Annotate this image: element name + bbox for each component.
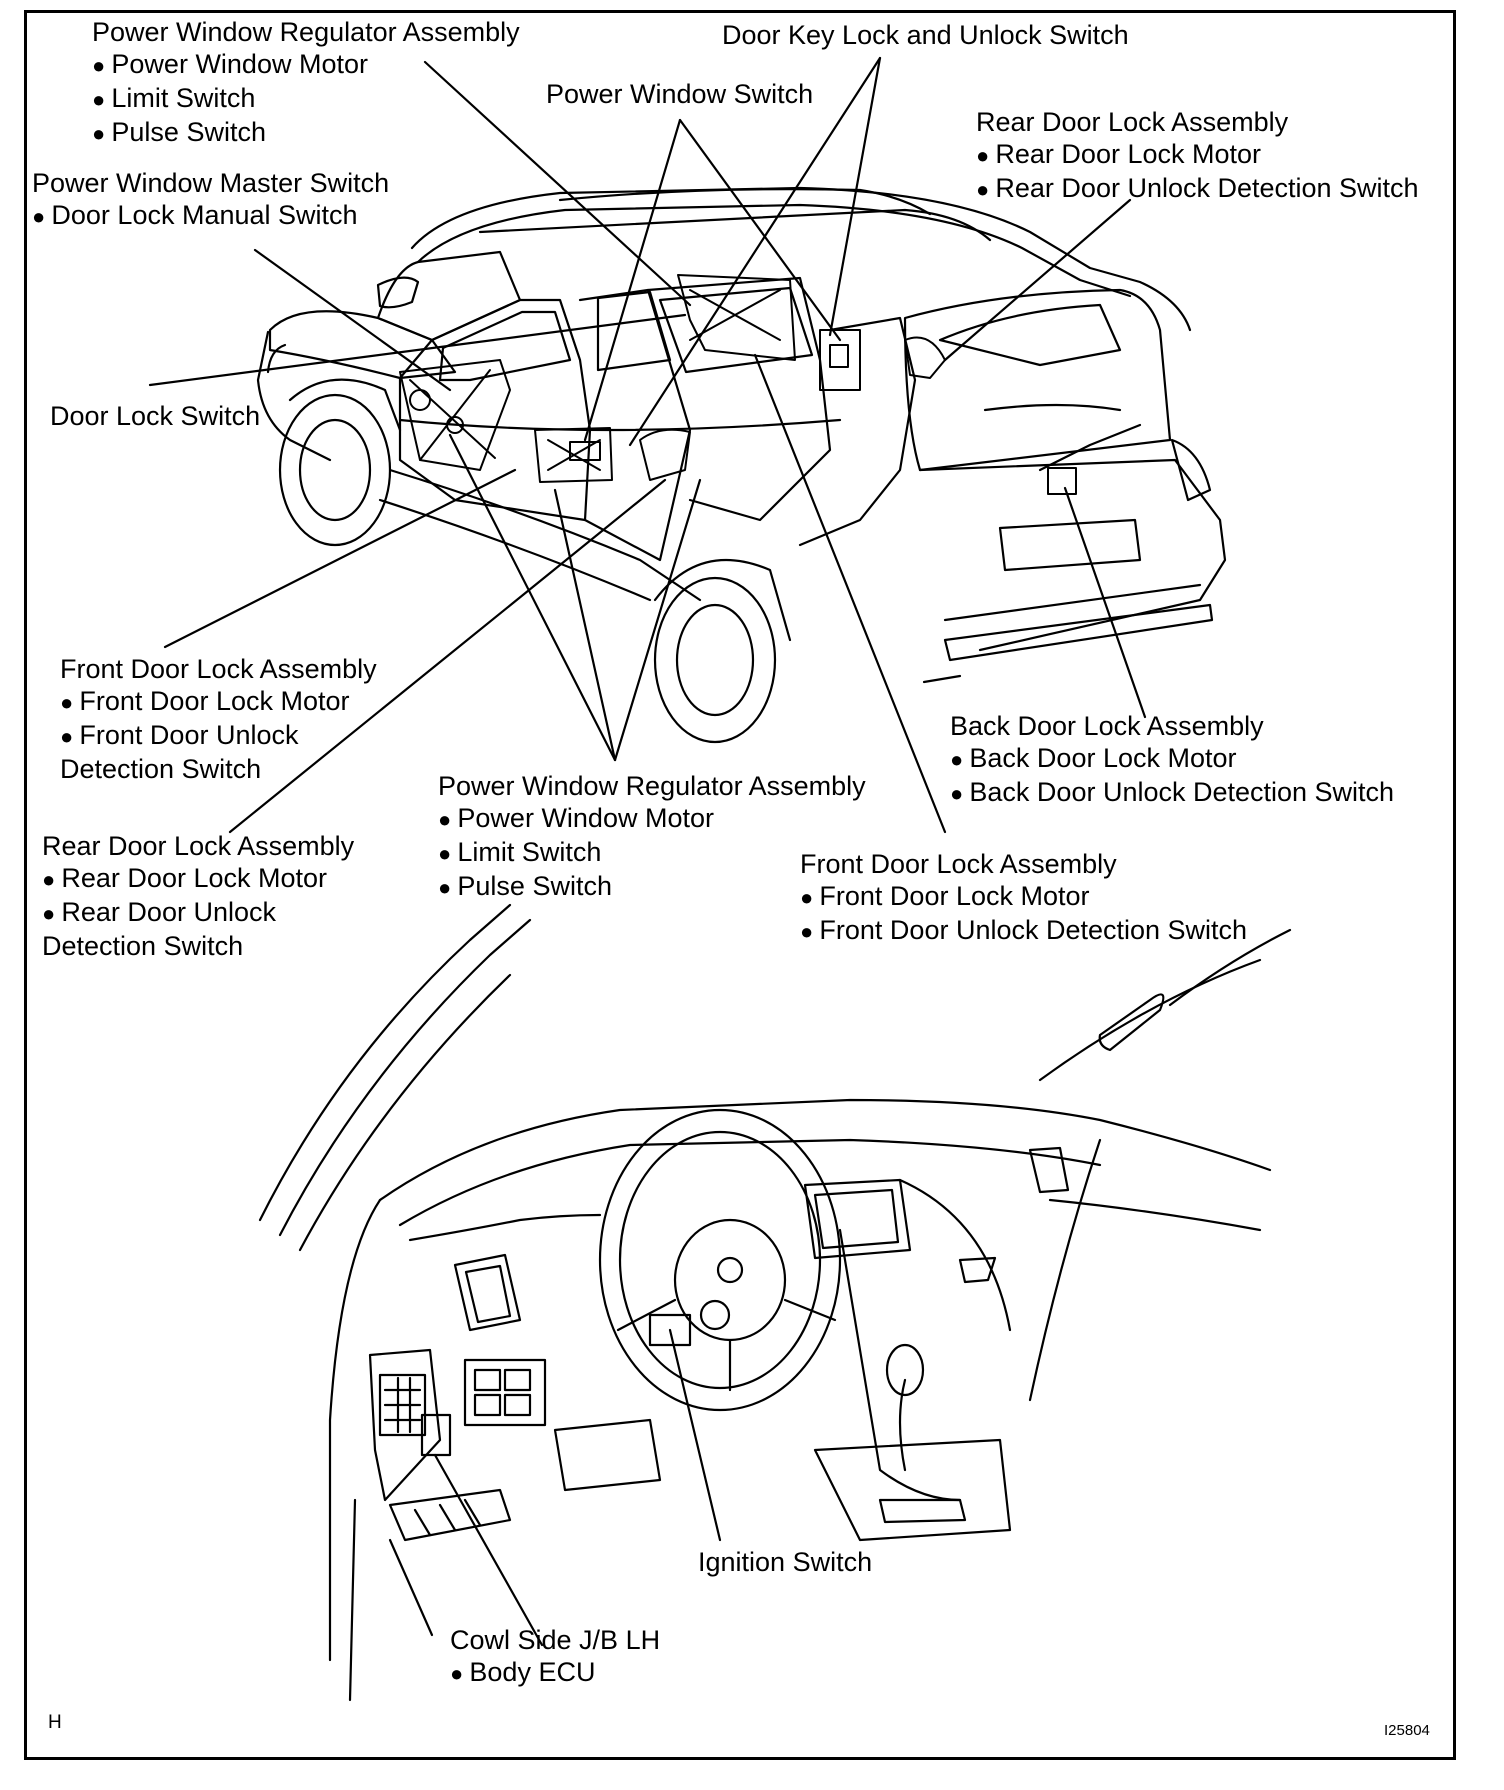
label-item: Front Door Unlock Detection Switch <box>800 914 1247 948</box>
label-item: Back Door Lock Motor <box>950 742 1394 776</box>
label-title: Back Door Lock Assembly <box>950 711 1264 741</box>
label-title: Power Window Regulator Assembly <box>92 17 520 47</box>
vehicle-outline <box>256 186 1227 744</box>
label-rear-door-lock-assembly-right: Rear Door Lock Assembly Rear Door Lock M… <box>976 106 1419 206</box>
leader-lines-interior <box>388 1328 722 1647</box>
label-item: Front Door Lock Motor <box>60 685 377 719</box>
label-title: Front Door Lock Assembly <box>60 654 377 684</box>
label-item-continued: Detection Switch <box>42 931 244 961</box>
label-title: Power Window Master Switch <box>32 168 390 198</box>
interior-dashboard <box>258 903 1292 1702</box>
label-title: Door Lock Switch <box>50 401 261 431</box>
label-item: Rear Door Unlock <box>42 896 354 930</box>
label-item-continued: Detection Switch <box>60 754 262 784</box>
label-front-door-lock-assembly-right: Front Door Lock Assembly Front Door Lock… <box>800 848 1247 948</box>
label-rear-door-lock-assembly-left: Rear Door Lock Assembly Rear Door Lock M… <box>42 830 354 962</box>
label-item: Rear Door Unlock Detection Switch <box>976 172 1418 206</box>
label-item: Body ECU <box>450 1656 660 1690</box>
diagram-frame <box>24 10 1456 1760</box>
figure-id: I25804 <box>1384 1722 1430 1739</box>
label-back-door-lock-assembly: Back Door Lock Assembly Back Door Lock M… <box>950 710 1394 810</box>
label-item: Power Window Motor <box>438 802 866 836</box>
label-item: Pulse Switch <box>92 116 520 150</box>
label-power-window-regulator-mid: Power Window Regulator Assembly Power Wi… <box>438 770 866 904</box>
label-title: Power Window Regulator Assembly <box>438 771 866 801</box>
label-title: Rear Door Lock Assembly <box>976 107 1289 137</box>
label-cowl-side-jb: Cowl Side J/B LH Body ECU <box>450 1624 660 1690</box>
label-door-key-lock-switch: Door Key Lock and Unlock Switch <box>722 19 1129 51</box>
label-item: Front Door Unlock <box>60 719 377 753</box>
label-power-window-switch: Power Window Switch <box>546 78 813 110</box>
label-item: Pulse Switch <box>438 870 866 904</box>
label-title: Power Window Switch <box>546 79 814 109</box>
label-title: Front Door Lock Assembly <box>800 849 1117 879</box>
footer-left-mark: H <box>48 1712 62 1733</box>
label-title: Cowl Side J/B LH <box>450 1625 661 1655</box>
label-door-lock-switch: Door Lock Switch <box>50 400 260 432</box>
label-item: Power Window Motor <box>92 48 520 82</box>
label-ignition-switch: Ignition Switch <box>698 1546 872 1578</box>
leader-lines-vehicle <box>148 56 1147 834</box>
label-item: Front Door Lock Motor <box>800 880 1247 914</box>
label-power-window-master-switch: Power Window Master Switch Door Lock Man… <box>32 167 389 233</box>
label-item: Limit Switch <box>438 836 866 870</box>
label-item: Back Door Unlock Detection Switch <box>950 776 1394 810</box>
label-item: Rear Door Lock Motor <box>42 862 354 896</box>
label-title: Door Key Lock and Unlock Switch <box>722 20 1129 50</box>
label-title: Ignition Switch <box>698 1547 873 1577</box>
label-title: Rear Door Lock Assembly <box>42 831 355 861</box>
label-item: Rear Door Lock Motor <box>976 138 1419 172</box>
door-mechanisms <box>399 274 1077 495</box>
label-power-window-regulator-top: Power Window Regulator Assembly Power Wi… <box>92 16 520 150</box>
label-item: Limit Switch <box>92 82 520 116</box>
label-item: Door Lock Manual Switch <box>32 199 389 233</box>
label-front-door-lock-assembly-left: Front Door Lock Assembly Front Door Lock… <box>60 653 377 785</box>
